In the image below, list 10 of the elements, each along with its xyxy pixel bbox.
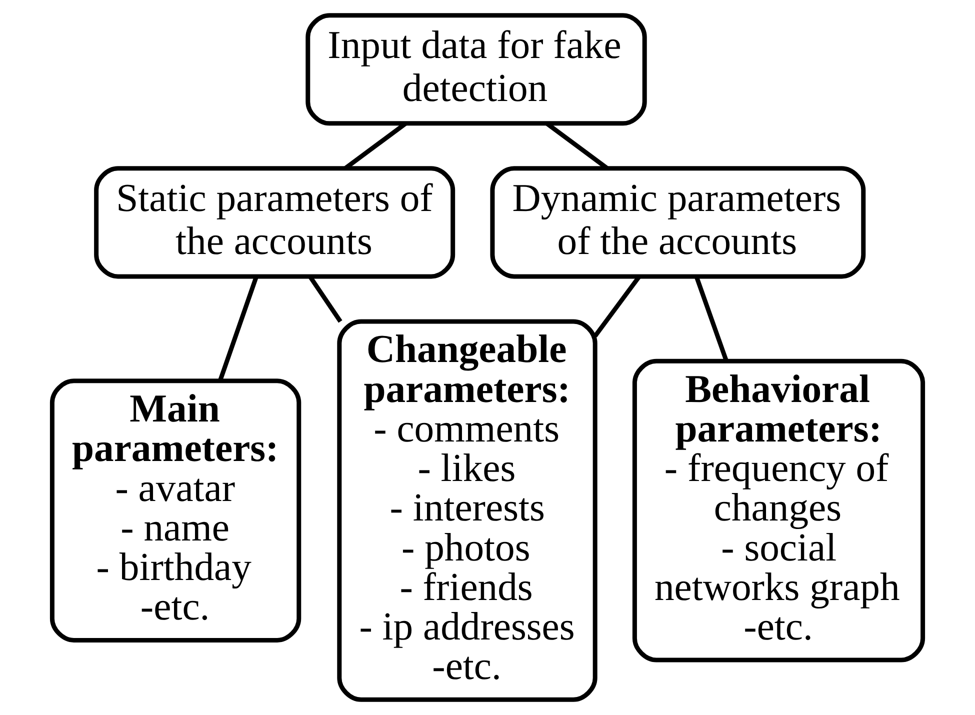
node-box: Static parameters of the accounts: [94, 166, 456, 279]
node-box: Input data for fake detection: [306, 13, 647, 126]
node-box: Behavioral parameters: - frequency of changes - social networks graph -etc.: [632, 358, 926, 662]
node-box: Main parameters: - avatar - name - birthday -etc.: [50, 378, 302, 642]
node-box: Changeable parameters: - comments - likes - interests - photos - friends - ip addresses -etc.: [337, 319, 598, 702]
connector: [593, 276, 641, 338]
connector: [218, 276, 258, 382]
node-box: Dynamic parameters of the accounts: [490, 166, 866, 279]
connector: [308, 276, 342, 323]
connector: [694, 276, 728, 362]
